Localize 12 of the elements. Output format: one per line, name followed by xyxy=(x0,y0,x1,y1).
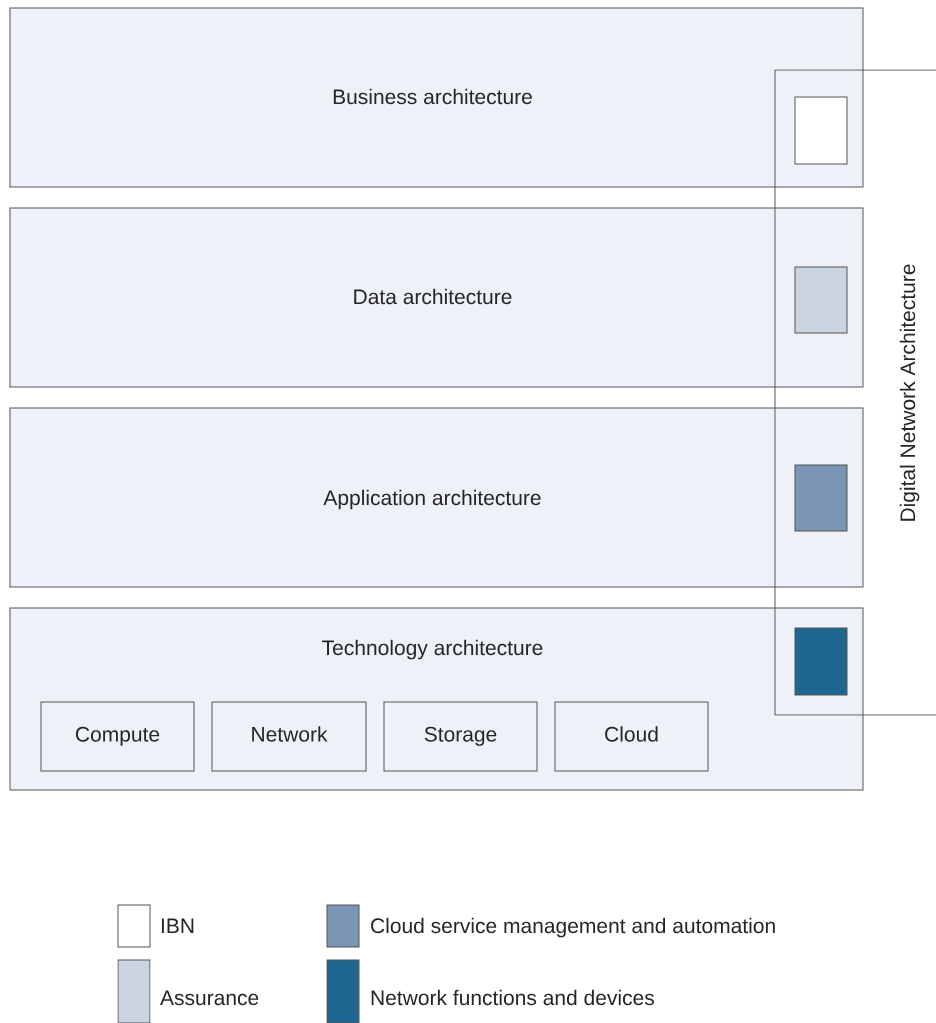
layer-box: Business architecture xyxy=(9,7,864,188)
legend-text: Assurance xyxy=(160,990,259,1006)
legend-text: IBN xyxy=(161,918,194,933)
component-box: Network xyxy=(211,701,367,772)
legend-text: Network functions and devices xyxy=(371,989,654,1006)
bracket: Digital Network Architecture xyxy=(774,69,936,716)
component-box: Cloud xyxy=(554,701,709,772)
component-box: Storage xyxy=(383,701,538,772)
legend-text: Cloud service management and automation xyxy=(371,917,775,938)
component-box: Compute xyxy=(40,701,195,772)
layer-box: Application architecture xyxy=(9,407,864,588)
layer-box: Data architecture xyxy=(9,207,864,388)
